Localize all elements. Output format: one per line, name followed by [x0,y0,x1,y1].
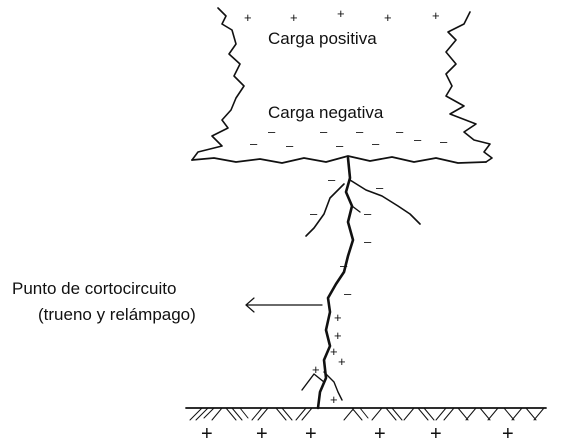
lightning-branch-lower-left [301,373,325,391]
minus-sign: – [328,172,336,187]
short-circuit-pointer [245,297,323,313]
minus-sign: – [320,124,328,139]
plus-sign: + [502,423,514,441]
plus-sign: + [244,10,252,25]
pointer-arrowhead [245,297,255,313]
plus-sign: + [330,392,338,407]
plus-sign: + [432,8,440,23]
plus-sign: + [290,10,298,25]
ground-hatching [189,407,545,421]
minus-sign: – [286,138,294,153]
plus-sign: + [334,328,342,343]
lightning-bolt [301,156,421,410]
minus-sign: – [396,124,404,139]
minus-sign: – [250,136,258,151]
minus-sign: – [372,136,380,151]
plus-sign: + [305,423,317,441]
minus-sign: – [364,206,372,221]
lightning-branch-left [305,183,345,237]
plus-sign: + [330,344,338,359]
cloud-right-edge [445,11,493,163]
plus-sign: + [384,10,392,25]
positive-charge-label: Carga positiva [268,29,377,48]
plus-sign: + [256,423,268,441]
minus-sign: – [376,180,384,195]
cloud-positive-signs: + + + + + [244,6,440,25]
plus-sign: + [337,6,345,21]
minus-sign: – [440,134,448,149]
lightning-branch-right [349,179,421,225]
short-circuit-label-line2: (trueno y relámpago) [38,305,196,324]
minus-sign: – [310,206,318,221]
plus-sign: + [430,423,442,441]
ground [185,407,547,421]
minus-sign: – [268,124,276,139]
plus-sign: + [374,423,386,441]
minus-sign: – [364,234,372,249]
lightning-main-channel [316,156,355,410]
lightning-branch-lower-right [323,371,343,401]
bolt-negative-signs: – – – – – – – [310,172,384,301]
cloud-negative-signs: – – – – – – – – – – [250,124,448,153]
minus-sign: – [356,124,364,139]
plus-sign: + [312,362,320,377]
ground-positive-signs: + + + + + + [201,423,514,441]
lightning-branch-small [351,205,361,213]
plus-sign: + [338,354,346,369]
negative-charge-label: Carga negativa [268,103,384,122]
plus-sign: + [334,310,342,325]
minus-sign: – [414,132,422,147]
storm-cloud [191,7,493,164]
bolt-positive-signs: + + + + + + [312,310,346,407]
short-circuit-label-line1: Punto de cortocircuito [12,279,176,298]
minus-sign: – [340,258,348,273]
minus-sign: – [336,138,344,153]
cloud-base [191,155,487,164]
plus-sign: + [201,423,213,441]
cloud-left-edge [191,7,245,161]
minus-sign: – [344,286,352,301]
